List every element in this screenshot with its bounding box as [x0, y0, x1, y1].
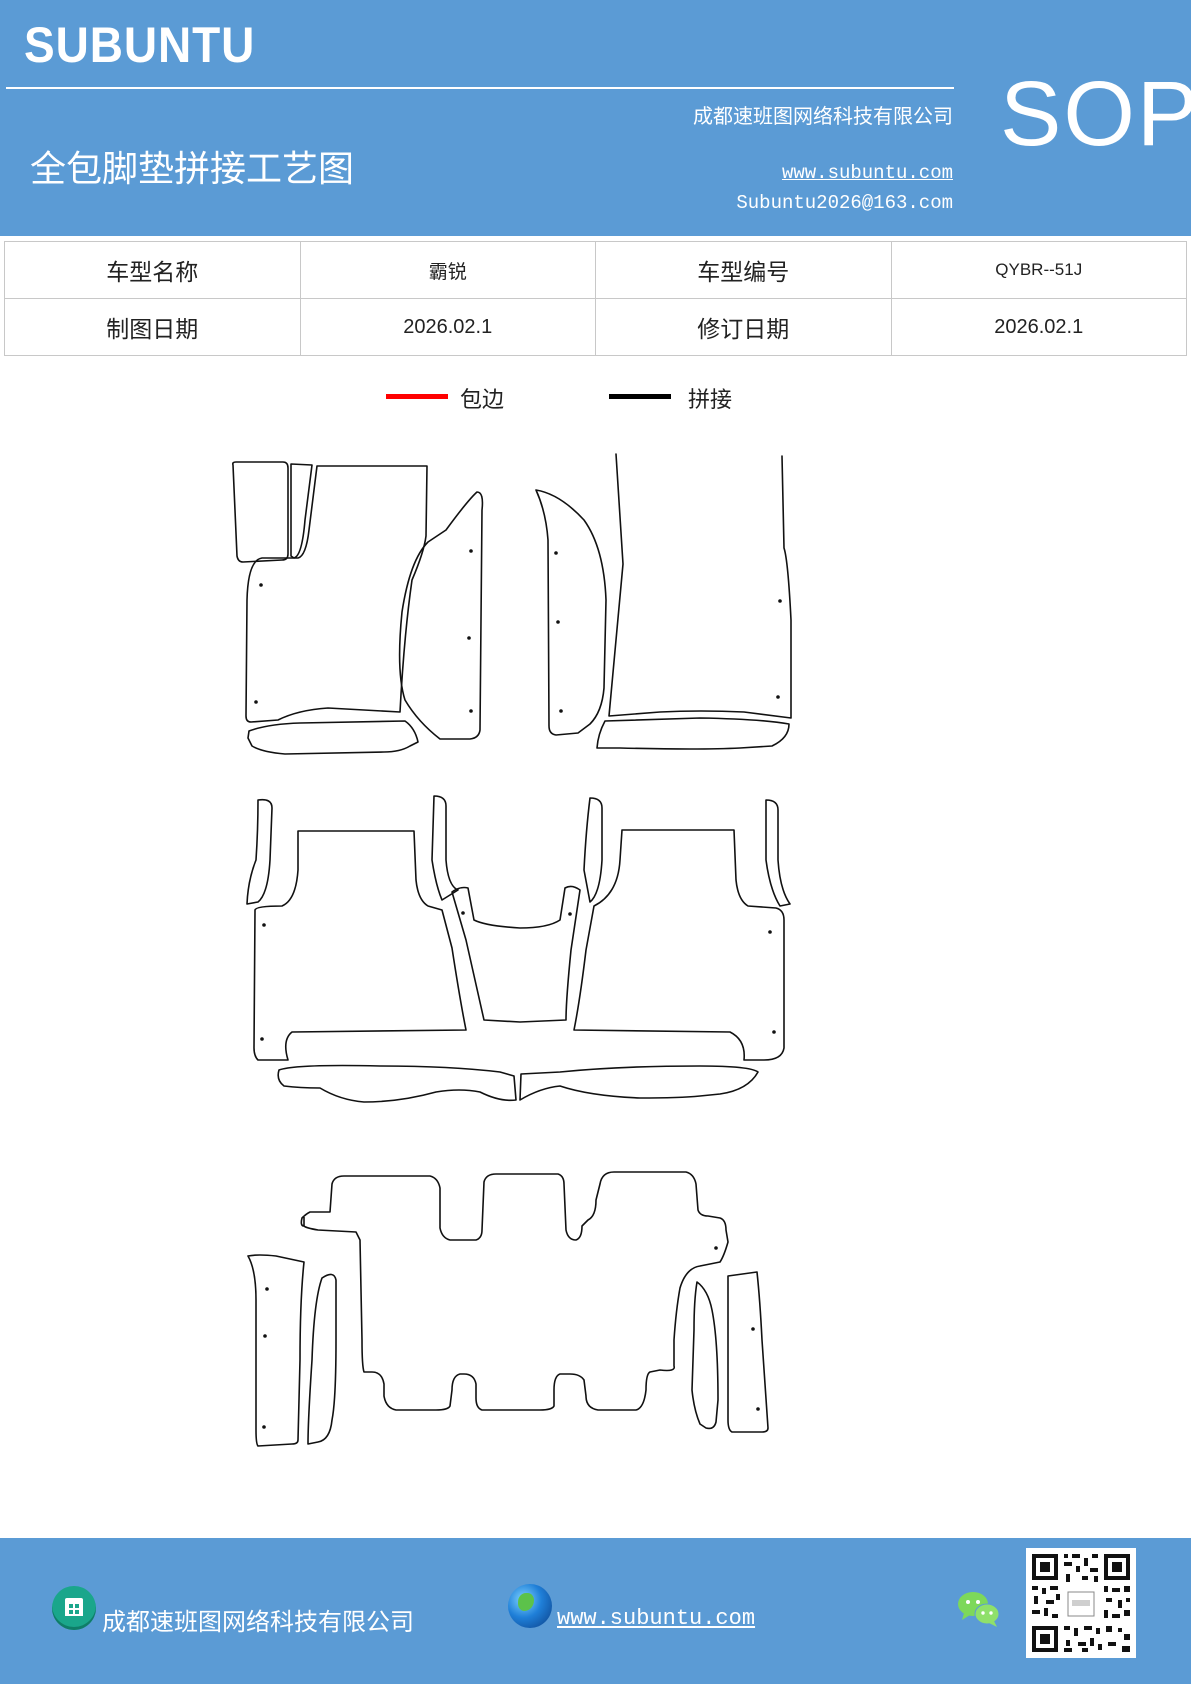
mat-piece [451, 885, 581, 1023]
draw-date-value: 2026.02.1 [299, 298, 596, 356]
wechat-icon [958, 1592, 1000, 1627]
legend-label-edge: 包边 [460, 388, 505, 413]
revision-date-value: 2026.02.1 [890, 298, 1187, 356]
legend-swatch-splice [609, 394, 671, 399]
header-banner: SUBUNTU 成都速班图网络科技有限公司 SOP 全包脚垫拼接工艺图 www.… [0, 0, 1191, 236]
mat-piece [307, 1273, 337, 1445]
mat-piece [727, 1271, 769, 1433]
footer-company-name: 成都速班图网络科技有限公司 [102, 1608, 414, 1636]
mat-piece [573, 829, 785, 1061]
mat-piece [245, 465, 428, 723]
model-code-label: 车型编号 [595, 241, 892, 299]
third-row-mat-group [247, 1171, 769, 1447]
email-address: Subuntu2026@163.com [736, 192, 953, 214]
company-name: 成都速班图网络科技有限公司 [693, 104, 953, 128]
globe-icon [508, 1584, 552, 1628]
second-row-mat-group [246, 795, 791, 1103]
mat-piece [253, 830, 467, 1061]
qr-code [1026, 1548, 1136, 1658]
mat-piece [608, 453, 792, 719]
front-right-mat-group [535, 453, 792, 750]
mat-piece [247, 1254, 305, 1447]
mat-piece [583, 797, 603, 903]
website-link[interactable]: www.subuntu.com [781, 162, 953, 184]
building-icon [52, 1586, 96, 1630]
mat-piece [232, 461, 289, 563]
front-left-mat-group [232, 461, 484, 755]
mat-piece [765, 799, 791, 907]
mat-piece [300, 1171, 729, 1411]
mat-piece [519, 1065, 759, 1101]
brand-logo: SUBUNTU [24, 17, 256, 73]
legend-swatch-edge [386, 394, 448, 399]
mat-piece [691, 1281, 719, 1430]
model-name-label: 车型名称 [4, 241, 301, 299]
model-name-value: 霸锐 [299, 241, 596, 299]
table-row: 制图日期 2026.02.1 修订日期 2026.02.1 [4, 298, 1187, 356]
mat-piece [277, 1064, 517, 1103]
mat-piece [431, 795, 459, 901]
draw-date-label: 制图日期 [4, 298, 301, 356]
page-title: 全包脚垫拼接工艺图 [30, 149, 355, 190]
doc-type-label: SOP [1000, 63, 1191, 165]
model-code-value: QYBR--51J [890, 241, 1187, 299]
legend-label-splice: 拼接 [688, 388, 733, 413]
mat-piece [246, 798, 273, 905]
mat-piece [596, 717, 790, 750]
header-divider [6, 87, 954, 89]
footer-website-link[interactable]: www.subuntu.com [557, 1606, 756, 1631]
table-row: 车型名称 霸锐 车型编号 QYBR--51J [4, 241, 1187, 299]
mat-piece [247, 720, 419, 755]
vehicle-info-table: 车型名称 霸锐 车型编号 QYBR--51J 制图日期 2026.02.1 修订… [4, 241, 1187, 356]
footer-banner: 成都速班图网络科技有限公司 www.subuntu.com [0, 1538, 1191, 1684]
mat-piece [290, 463, 313, 559]
mat-piece [535, 489, 607, 736]
legend: 包边 拼接 [0, 380, 1191, 420]
mat-piece [398, 491, 484, 740]
revision-date-label: 修订日期 [595, 298, 892, 356]
